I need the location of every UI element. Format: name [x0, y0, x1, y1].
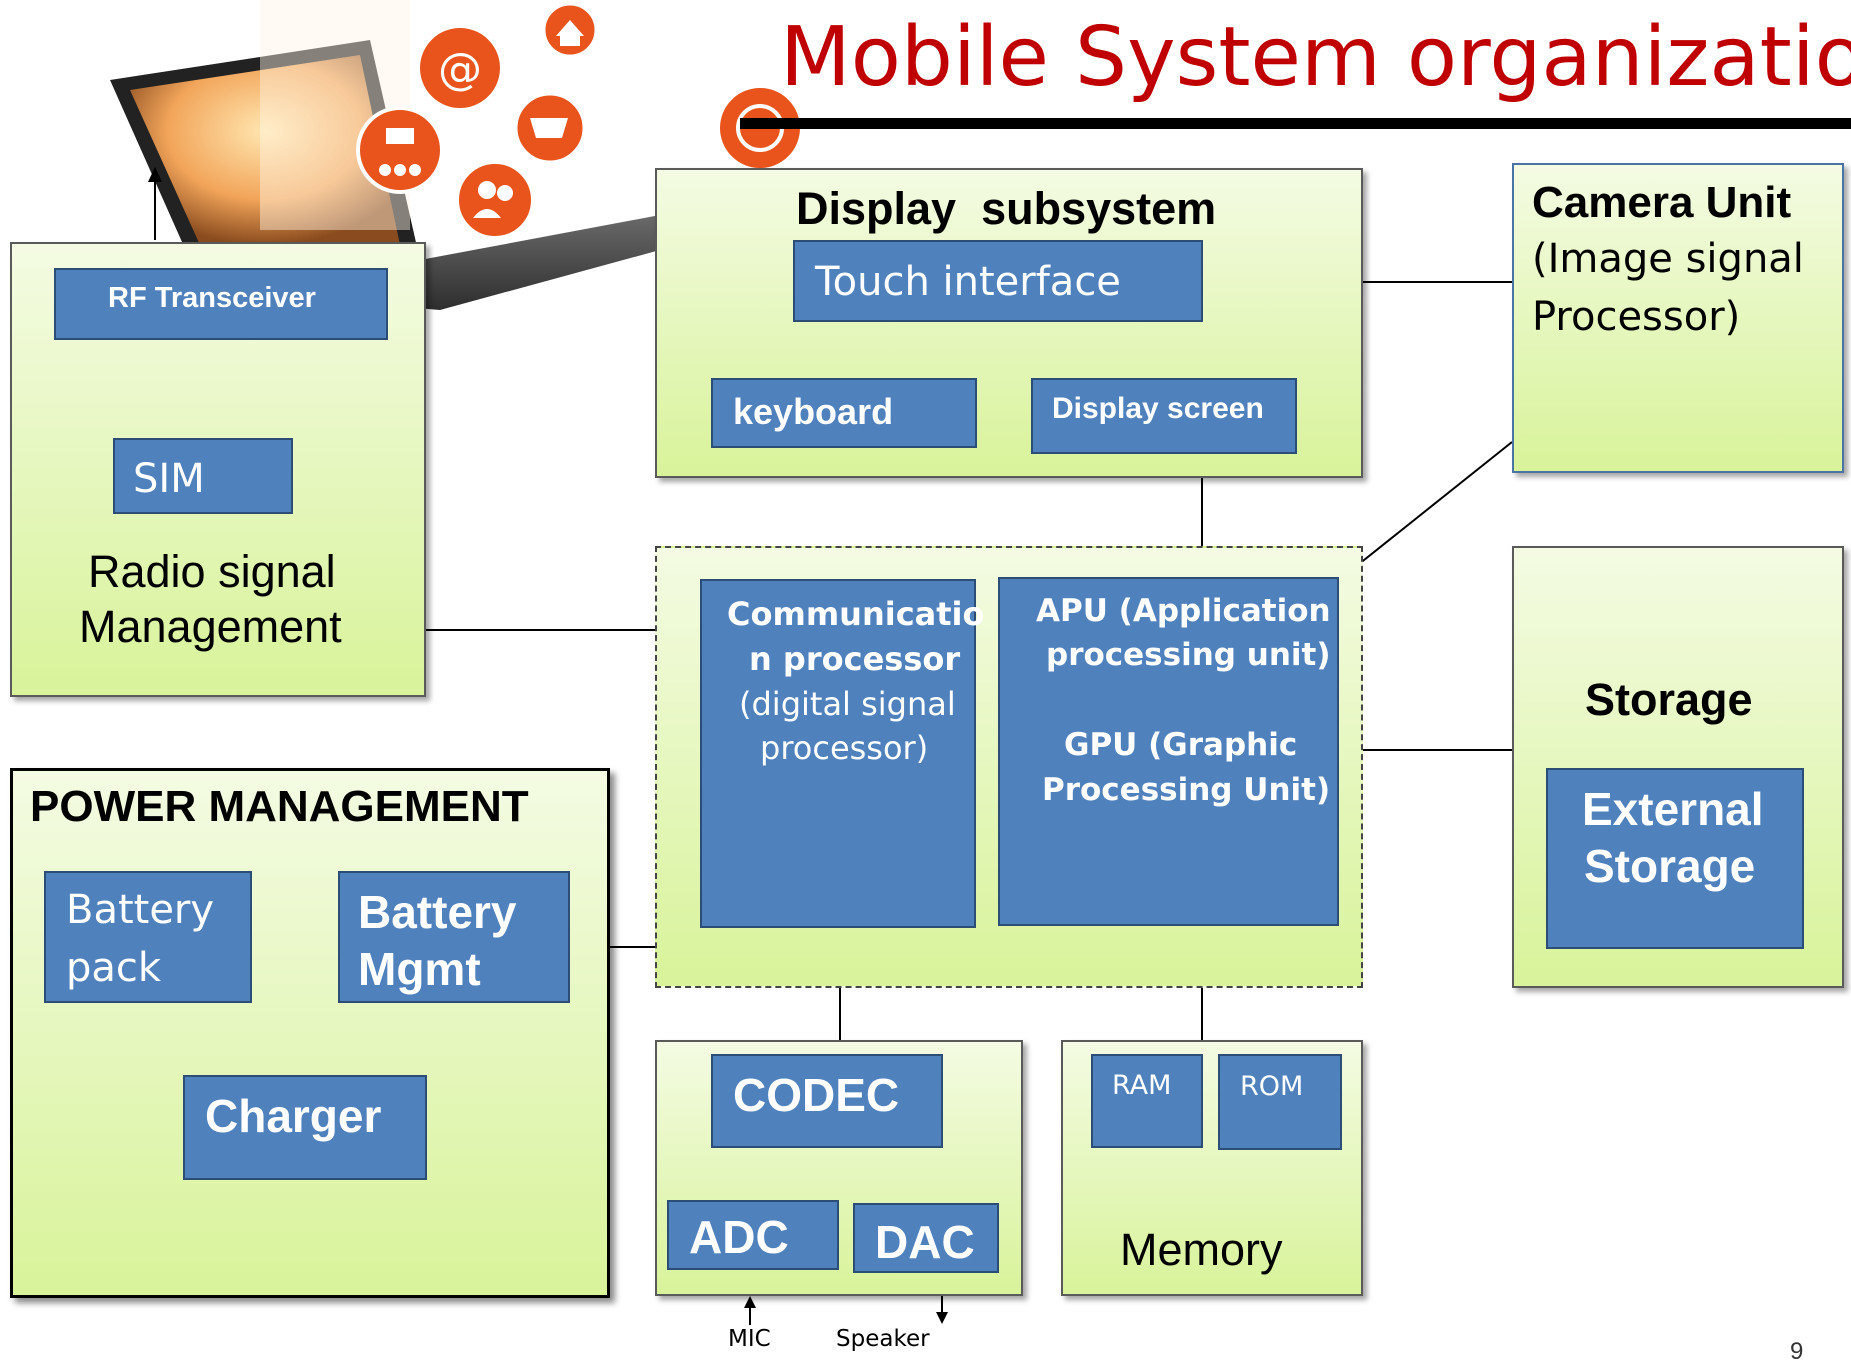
mic-label: MIC [728, 1326, 771, 1352]
external-storage-line1: External [1582, 783, 1764, 835]
battery-pack-line1: Battery [66, 887, 215, 933]
camera-unit-panel [1512, 163, 1844, 473]
dac-label: DAC [875, 1216, 975, 1268]
dac-box: DAC [853, 1203, 999, 1273]
charger-label: Charger [205, 1090, 382, 1142]
camera-line2: Processor) [1532, 294, 1741, 340]
display-screen-box: Display screen [1031, 378, 1297, 454]
camera-line1: (Image signal [1532, 236, 1804, 282]
radio-label-line1: Radio signal [88, 546, 336, 597]
display-screen-label: Display screen [1052, 392, 1264, 425]
page-number: 9 [1790, 1338, 1804, 1365]
gpu-line1: GPU (Graphic [1064, 727, 1298, 763]
comm-line4: processor) [760, 729, 929, 767]
touch-interface-box: Touch interface [793, 240, 1203, 322]
battery-mgmt-box: Battery Mgmt [338, 871, 570, 1003]
storage-title: Storage [1585, 674, 1753, 725]
title-underline [740, 118, 1851, 129]
adc-label: ADC [689, 1211, 789, 1263]
svg-text:@: @ [438, 44, 482, 95]
codec-box: CODEC [711, 1054, 943, 1148]
rf-transceiver-box: RF Transceiver [54, 268, 388, 340]
comm-line3: (digital signal [739, 685, 956, 723]
power-management-title: POWER MANAGEMENT [30, 782, 529, 831]
touch-interface-label: Touch interface [815, 259, 1121, 305]
sim-label: SIM [133, 456, 205, 502]
comm-line1: Communicatio [727, 595, 985, 633]
ram-box: RAM [1091, 1054, 1203, 1148]
communication-processor-box: Communicatio n processor (digital signal… [700, 579, 985, 928]
apu-line2: processing unit) [1046, 637, 1331, 673]
apu-line1: APU (Application [1036, 593, 1331, 629]
external-storage-box: External Storage [1546, 768, 1804, 949]
keyboard-label: keyboard [733, 391, 894, 432]
keyboard-box: keyboard [711, 378, 977, 448]
gpu-line2: Processing Unit) [1042, 772, 1331, 808]
slide-title: Mobile System organization [780, 10, 1851, 105]
camera-unit-title: Camera Unit [1532, 178, 1792, 227]
memory-label: Memory [1120, 1224, 1283, 1275]
rf-transceiver-label: RF Transceiver [108, 282, 316, 314]
rom-box: ROM [1218, 1054, 1342, 1150]
battery-mgmt-line1: Battery [358, 886, 517, 938]
charger-box: Charger [183, 1075, 427, 1180]
speaker-label: Speaker [836, 1326, 930, 1352]
apu-gpu-box: APU (Application processing unit) GPU (G… [998, 577, 1339, 926]
external-storage-line2: Storage [1584, 840, 1756, 892]
sim-box: SIM [113, 438, 293, 514]
ram-label: RAM [1112, 1070, 1172, 1101]
battery-pack-line2: pack [66, 945, 162, 991]
battery-pack-box: Battery pack [44, 871, 252, 1003]
adc-box: ADC [667, 1200, 839, 1270]
battery-mgmt-line2: Mgmt [358, 943, 481, 995]
power-management-panel [10, 768, 610, 1298]
display-subsystem-title: Display subsystem [796, 183, 1217, 234]
radio-label-line2: Management [79, 601, 342, 652]
laptop-illustration: @ [110, 0, 804, 310]
rom-label: ROM [1240, 1071, 1304, 1102]
codec-label: CODEC [733, 1069, 900, 1121]
comm-line2: n processor [749, 640, 961, 678]
